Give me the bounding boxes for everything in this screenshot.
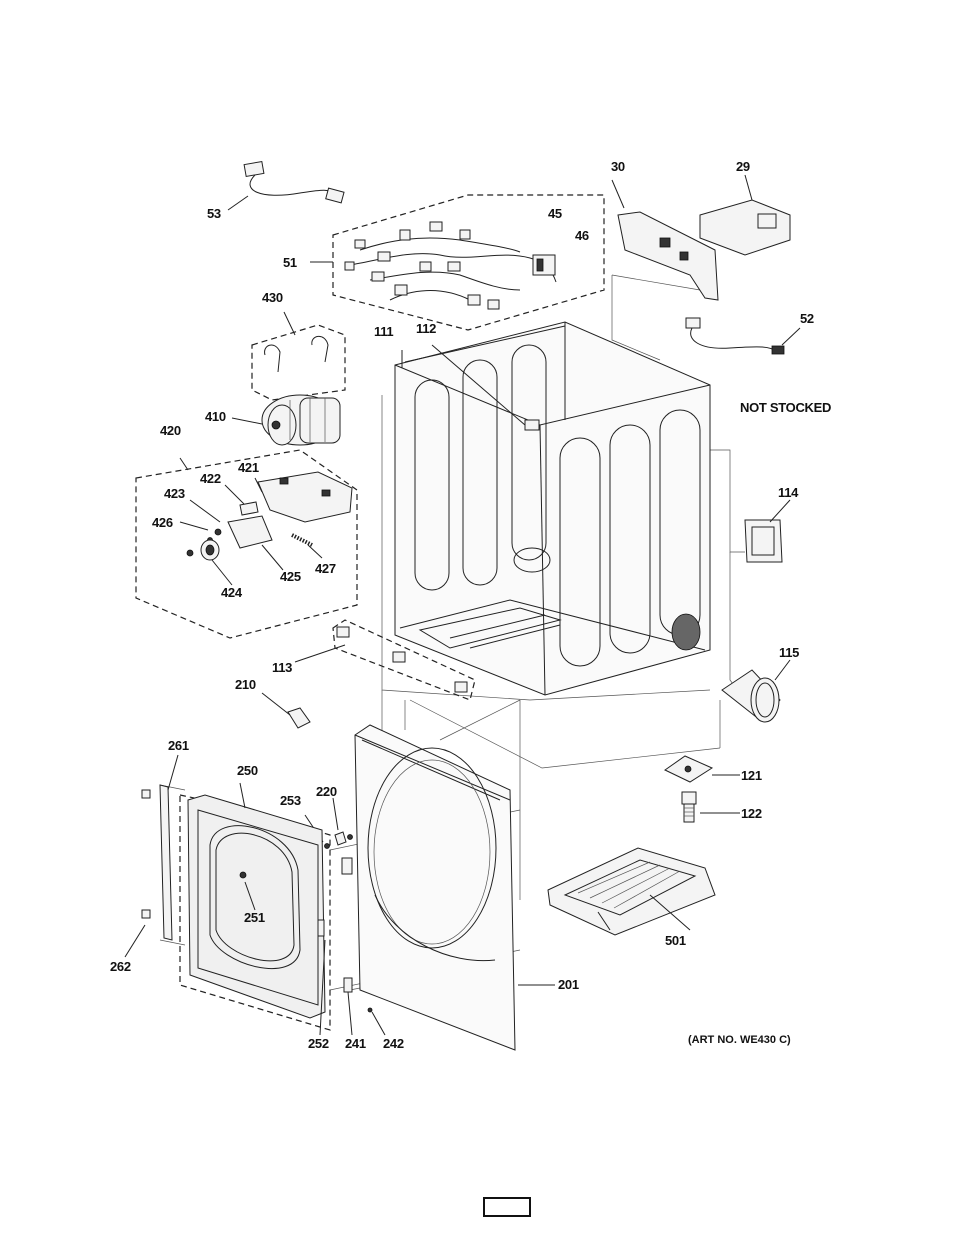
label-421: 421 xyxy=(238,460,259,475)
label-250: 250 xyxy=(237,763,258,778)
label-53: 53 xyxy=(207,206,221,221)
part-113-glides xyxy=(294,626,468,693)
page-number-box xyxy=(483,1197,531,1217)
part-121-plate xyxy=(664,755,740,783)
part-430-clamps xyxy=(264,311,329,373)
label-30: 30 xyxy=(611,159,625,174)
label-220: 220 xyxy=(316,784,337,799)
part-210-latch xyxy=(261,692,311,729)
part-261-hinge-cover xyxy=(124,754,179,958)
label-121: 121 xyxy=(741,768,762,783)
part-51-wire-harness xyxy=(310,221,557,310)
part-52-sensor-harness xyxy=(685,317,801,355)
part-420-motor-bracket xyxy=(179,457,353,586)
callout-labels: 53 51 45 46 30 29 52 430 111 112 NOT STO… xyxy=(110,159,831,1051)
label-501: 501 xyxy=(665,933,686,948)
label-425: 425 xyxy=(280,569,301,584)
label-427: 427 xyxy=(315,561,336,576)
label-420: 420 xyxy=(160,423,181,438)
label-210: 210 xyxy=(235,677,256,692)
label-426: 426 xyxy=(152,515,173,530)
label-51: 51 xyxy=(283,255,297,270)
label-52: 52 xyxy=(800,311,814,326)
label-46: 46 xyxy=(575,228,589,243)
label-430: 430 xyxy=(262,290,283,305)
label-114: 114 xyxy=(778,485,799,500)
label-111: 111 xyxy=(374,324,393,339)
label-201: 201 xyxy=(558,977,579,992)
label-251: 251 xyxy=(244,910,265,925)
label-112: 112 xyxy=(416,321,436,336)
label-261: 261 xyxy=(168,738,189,753)
label-241: 241 xyxy=(345,1036,366,1051)
label-423: 423 xyxy=(164,486,185,501)
label-29: 29 xyxy=(736,159,750,174)
label-45: 45 xyxy=(548,206,562,221)
part-53-harness xyxy=(227,160,345,211)
cabinet-111 xyxy=(394,321,711,696)
part-201-front-panel xyxy=(341,724,555,1051)
part-250-door xyxy=(187,782,326,1036)
label-422: 422 xyxy=(200,471,221,486)
art-number: (ART NO. WE430 C) xyxy=(688,1034,791,1046)
label-424: 424 xyxy=(221,585,243,600)
part-501-drying-rack xyxy=(547,847,716,936)
label-253: 253 xyxy=(280,793,301,808)
part-115-exhaust-duct xyxy=(721,659,791,723)
label-not-stocked: NOT STOCKED xyxy=(740,400,831,415)
part-29-bracket xyxy=(699,174,791,256)
part-30-bracket xyxy=(611,179,719,301)
label-242: 242 xyxy=(383,1036,404,1051)
part-114-gasket xyxy=(744,499,791,563)
label-115: 115 xyxy=(779,645,799,660)
label-122: 122 xyxy=(741,806,762,821)
label-262: 262 xyxy=(110,959,131,974)
label-410: 410 xyxy=(205,409,226,424)
label-113: 113 xyxy=(272,660,292,675)
label-252: 252 xyxy=(308,1036,329,1051)
part-410-motor xyxy=(231,394,341,446)
part-122-leveling-leg xyxy=(681,791,740,823)
